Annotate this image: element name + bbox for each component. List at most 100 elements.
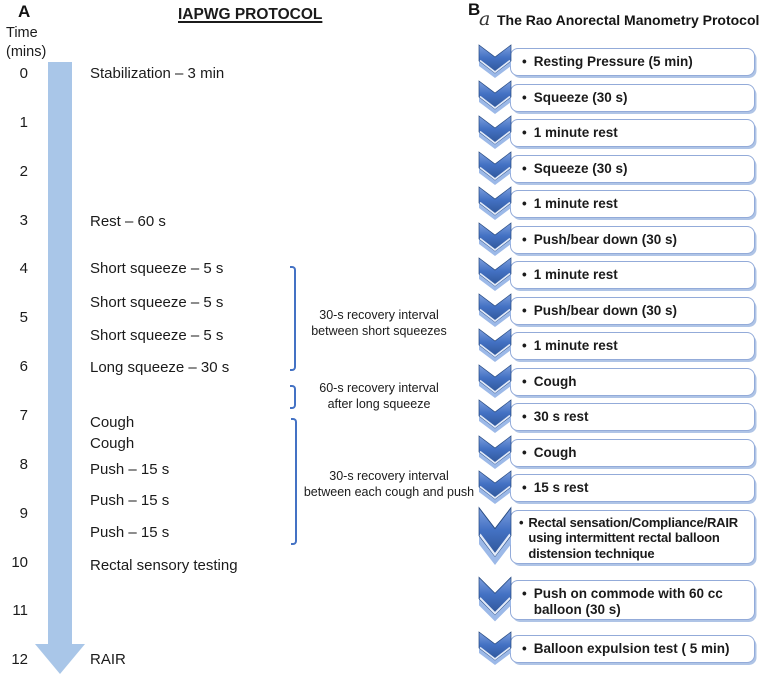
chevron-down-icon [478,470,512,504]
bullet-icon: • [522,444,527,460]
protocol-step: • 1 minute rest [477,328,755,362]
bracket-annotation: 30-s recovery interval between short squ… [295,307,463,339]
bracket-annotation: 60-s recovery interval after long squeez… [297,380,461,412]
annotation-line-2: between each cough and push [303,485,475,499]
chevron-down-icon [478,506,512,565]
bullet-icon: • [522,125,527,141]
bracket-short-squeezes [290,266,296,371]
timeline-tick: 9 [19,504,28,522]
activity-label: Short squeeze – 5 s [90,260,224,278]
protocol-step: • 1 minute rest [477,257,755,291]
bullet-icon: • [522,338,527,354]
bullet-icon: • [522,160,527,176]
activity-label: Rest – 60 s [90,212,166,230]
timeline-tick: 3 [19,211,28,229]
annotation-line-2: between short squeezes [311,324,447,338]
step-box: • 1 minute rest [510,119,755,147]
bullet-icon: • [522,196,527,212]
activity-label: Short squeeze – 5 s [90,326,224,344]
step-text: Rectal sensation/Compliance/RAIR using i… [528,514,738,561]
timeline-tick: 2 [19,162,28,180]
timeline-tick: 4 [19,260,28,278]
bullet-icon: • [522,480,527,496]
timeline-tick: 7 [19,406,28,424]
protocol-step: • Push/bear down (30 s) [477,292,755,327]
step-text: 1 minute rest [533,125,618,141]
bullet-icon: • [522,89,527,105]
protocol-step: • 1 minute rest [477,186,755,220]
time-axis-label-line2: (mins) [6,44,47,60]
bracket-long-squeeze [290,385,296,409]
step-box: • 30 s rest [510,403,755,431]
activity-label: Cough [90,414,135,432]
chevron-down-icon [478,257,512,291]
step-text: 1 minute rest [533,196,618,212]
activity-label: Push – 15 s [90,524,170,542]
bullet-icon: • [522,373,527,389]
step-box: • 15 s rest [510,474,755,502]
step-box: • Squeeze (30 s) [510,83,755,112]
step-text: Squeeze (30 s) [533,160,628,176]
timeline-arrow-body [48,62,72,644]
timeline-tick: 10 [11,553,28,571]
step-text: Push on commode with 60 cc balloon (30 s… [533,586,723,617]
step-text: Resting Pressure (5 min) [533,54,693,70]
bracket-annotation: 30-s recovery interval between each coug… [300,468,478,500]
bullet-icon: • [522,586,527,601]
annotation-line-1: 60-s recovery interval [319,381,439,395]
step-box: • 1 minute rest [510,261,755,289]
activity-label: RAIR [90,651,126,669]
timeline-tick: 6 [19,358,28,376]
annotation-line-1: 30-s recovery interval [319,308,439,322]
timeline-tick: 12 [11,651,28,669]
annotation-line-2: after long squeeze [327,397,431,411]
step-text: Push/bear down (30 s) [533,231,678,247]
step-box: • Balloon expulsion test ( 5 min) [510,635,755,663]
time-axis-label-line1: Time [6,25,38,41]
activity-label: Long squeeze – 30 s [90,359,230,377]
step-text: Push/bear down (30 s) [533,302,678,318]
chevron-down-icon [478,186,512,220]
panel-b-sub-label: a [479,8,491,30]
protocol-step: • Cough [477,363,755,398]
protocol-step: • Squeeze (30 s) [477,150,755,185]
timeline-tick: 8 [19,455,28,473]
step-box: • Push/bear down (30 s) [510,225,755,254]
bullet-icon: • [522,641,527,657]
panel-a-label: A [18,2,31,21]
chevron-down-icon [478,221,512,256]
activity-label: Push – 15 s [90,491,170,509]
chevron-down-icon [478,292,512,327]
timeline-tick: 1 [19,113,28,131]
time-axis-label: Time (mins) [6,24,46,62]
timeline-tick: 0 [19,65,28,82]
protocol-step: • 15 s rest [477,470,755,504]
activity-label: Rectal sensory testing [90,557,238,575]
activity-label: Stabilization – 3 min [90,65,225,82]
activity-label: Short squeeze – 5 s [90,294,224,312]
chevron-down-icon [478,115,512,149]
chevron-down-icon [478,328,512,362]
step-text: 15 s rest [533,480,589,496]
protocol-step: • Squeeze (30 s) [477,79,755,114]
annotation-line-1: 30-s recovery interval [329,469,449,483]
bullet-icon: • [522,302,527,318]
chevron-down-icon [478,399,512,433]
timeline-tick: 5 [19,309,28,327]
chevron-down-icon [478,631,512,665]
protocol-step: • 1 minute rest [477,115,755,149]
activity-label: Cough [90,435,135,453]
chevron-down-icon [478,363,512,398]
chevron-down-icon [478,434,512,469]
step-text: Cough [533,444,577,460]
step-text: Cough [533,373,577,389]
timeline-tick: 11 [12,602,28,620]
chevron-down-icon [478,44,512,78]
protocol-step: • 30 s rest [477,399,755,433]
step-text: 1 minute rest [533,267,618,283]
step-box: • Push on commode with 60 cc balloon (30… [510,580,755,620]
protocol-step: • Balloon expulsion test ( 5 min) [477,631,755,665]
chevron-down-icon [478,576,512,622]
step-text: Balloon expulsion test ( 5 min) [533,641,730,657]
